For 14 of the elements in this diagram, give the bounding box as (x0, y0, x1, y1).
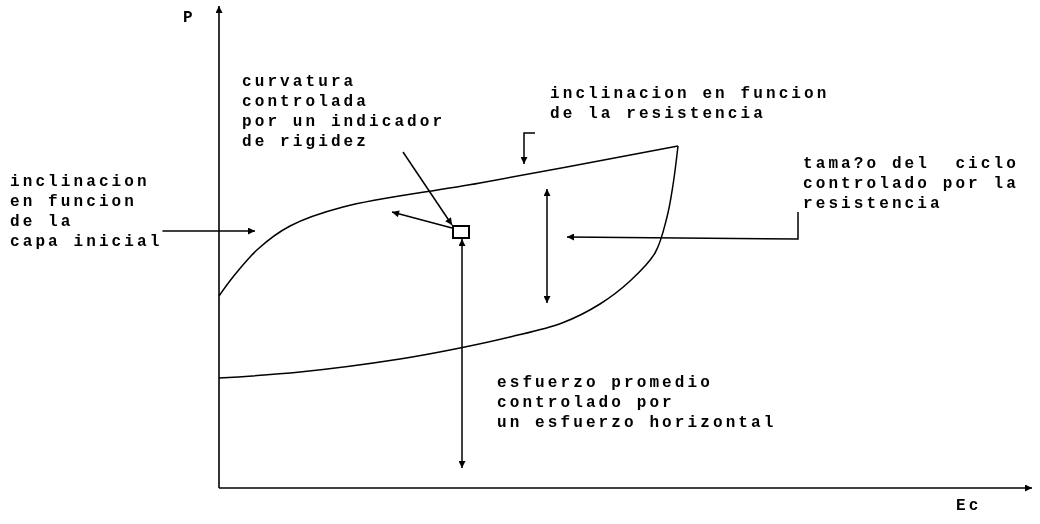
leader-arrow (566, 211, 799, 241)
annotation-text: curvatura controlada por un indicador de rigidez (242, 72, 446, 152)
leader-arrow (391, 210, 453, 229)
leader-line (402, 151, 453, 226)
annotation-text: inclinacion en funcion de la capa inicial (10, 172, 163, 252)
leader-arrow (458, 238, 466, 469)
leader-arrow (520, 132, 536, 165)
axis-label: P (183, 8, 196, 28)
axis-label: Ec (956, 496, 982, 516)
annotation-text: esfuerzo promedio controlado por un esfuerzo horizontal (497, 373, 777, 433)
leader-arrow (161, 227, 256, 235)
marker-square (452, 225, 470, 239)
annotation-text: tama?o del ciclo controlado por la resistencia (798, 154, 1019, 214)
annotation-text: inclinacion en funcion de la resistencia (535, 84, 830, 133)
